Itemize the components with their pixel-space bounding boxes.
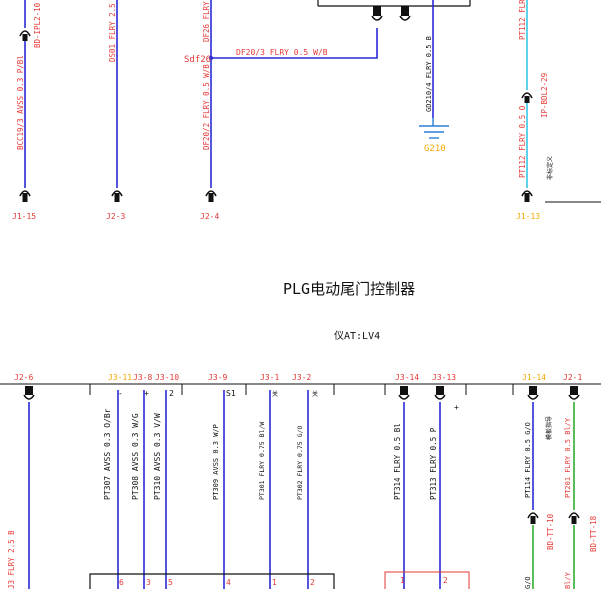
top-c5-lower-label: PT112 FLRY 0.5 O (518, 105, 527, 178)
wire-label: PT314 FLRY 0.5 Bl (393, 423, 402, 500)
connector-plug-icon (19, 30, 31, 37)
bottom-inline-connectors (527, 512, 580, 524)
connector-icon (205, 190, 217, 202)
connector-label: J1-15 (12, 212, 36, 221)
pin-mark: - (118, 389, 123, 398)
wire-label: BD-TT-18 (589, 515, 598, 552)
pin-mark: 2 (169, 389, 174, 398)
connector-label: J2-4 (200, 212, 219, 221)
wire-label: J3 FLRY 2.5 B (7, 530, 16, 589)
wire-label: PT307 AVSS 0.3 O/Br (103, 408, 112, 500)
bottom-box-numbers: 6 3 5 4 1 2 1 2 (119, 576, 448, 587)
connector-icon (19, 190, 31, 202)
connector-plug-icon (527, 512, 539, 524)
wire-label: Bl/Y (564, 571, 572, 589)
connector-icon (521, 190, 533, 202)
top-c3-lower-label: DF20/2 FLRY 0.5 W/B (202, 64, 211, 150)
connector-pin-icon (401, 6, 409, 16)
pin-label: J2-6 (14, 373, 33, 382)
connector-pin-icon (568, 386, 580, 400)
box-number: 2 (443, 576, 448, 585)
top-horizontal-label: DF20/3 FLRY 0.5 W/B (236, 48, 328, 57)
pin-label: J2-1 (563, 373, 582, 382)
top-c1-lower-label: BCC19/3 AVSS 0.3 P/Bl (16, 55, 25, 150)
top-c3-upper-label: DF26 FLRY 0.5 (202, 0, 211, 42)
top-c5-note: 非标定义 (546, 156, 554, 180)
top-bottom-connectors: J1-15 J2-3 J2-4 J1-13 (12, 190, 540, 221)
box-number: 5 (168, 578, 173, 587)
bottom-header-connectors (23, 386, 580, 400)
ground-id-label: G210 (424, 144, 446, 154)
connector-pin-icon (398, 386, 410, 400)
box-number: 1 (272, 578, 277, 587)
wire-label: PT310 AVSS 0.3 V/W (153, 413, 162, 500)
wire-label: PT313 FLRY 0.5 P (429, 427, 438, 500)
connector-pin-icon (434, 386, 446, 400)
wire-note: 模板指导 (545, 416, 553, 440)
pin-label: J3-8 (133, 373, 152, 382)
connector-plug-icon (521, 92, 533, 99)
pin-mark: + (144, 389, 149, 398)
pin-label: J3-1 (260, 373, 279, 382)
top-wire-column-3: DF26 FLRY 0.5 DF20/2 FLRY 0.5 W/B Sdf26 (184, 0, 213, 188)
top-c5-conn-label: IP-BDL2-29 (540, 73, 549, 118)
ground-icon (419, 118, 449, 139)
pin-label: J3-13 (432, 373, 456, 382)
pin-label: J3-9 (208, 373, 227, 382)
box-number: 3 (146, 578, 151, 587)
bottom-pin-marks: - + 2 S1 关 关 + (118, 389, 459, 412)
module-title: PLG电动尾门控制器 (283, 280, 415, 298)
pin-mark: 关 (272, 390, 278, 398)
pin-mark: S1 (226, 389, 236, 398)
bottom-module-boxes (89, 571, 470, 589)
sensor-box (384, 571, 470, 589)
box-number: 4 (226, 578, 231, 587)
pin-label: J3-10 (155, 373, 179, 382)
pin-label: J3-14 (395, 373, 419, 382)
box-number: 1 (400, 576, 405, 585)
top-module-box (317, 0, 471, 21)
splice-label: Sdf26 (184, 55, 211, 65)
wire-label: BD-TT-10 (546, 513, 555, 550)
top-gd-label: GD210/4 FLRY 0.5 B (425, 36, 433, 112)
bottom-pin-labels: J2-6 J3-11 J3-8 J3-10 J3-9 J3-1 J3-2 J3-… (14, 373, 582, 382)
top-wire-column-2: DS01 FLRY 2.5 R (108, 0, 118, 188)
connector-icon (111, 190, 123, 202)
top-c1-upper-label: BD-IPL2-10 (33, 2, 42, 48)
wire-label: PT114 FLRY 0.5 G/O (524, 422, 532, 498)
wire-label: PT201 FLRY 0.5 Bl/Y (564, 417, 572, 498)
pin-mark: 关 (312, 390, 318, 398)
top-horizontal-wire: DF20/3 FLRY 0.5 W/B (211, 28, 378, 59)
pin-label: J3-2 (292, 373, 311, 382)
connector-label: J2-3 (106, 212, 125, 221)
connector-label: J1-13 (516, 212, 540, 221)
bottom-wires (28, 390, 575, 589)
pin-label: J1-14 (522, 373, 546, 382)
top-c2-label: DS01 FLRY 2.5 R (108, 0, 117, 62)
connector-pin-icon (23, 386, 35, 400)
connector-pin-icon (373, 6, 381, 16)
box-number: 6 (119, 578, 124, 587)
connector-pin-icon (527, 386, 539, 400)
module-subtitle: 仪AT:LV4 (334, 330, 380, 342)
top-wire-column-5: PT112 FLRY 0.5 IP-BDL2-29 PT112 FLRY 0.5… (518, 0, 554, 188)
box-number: 2 (310, 578, 315, 587)
wire-label: PT302 FLRY 0.75 G/O (296, 426, 304, 500)
top-ground-wire: GD210/4 FLRY 0.5 B G210 (419, 0, 449, 154)
pin-label: J3-11 (108, 373, 132, 382)
wire-label: G/O (524, 576, 532, 589)
top-c5-top-label: PT112 FLRY 0.5 (518, 0, 527, 40)
connector-plug-icon (568, 512, 580, 524)
wire-label: PT308 AVSS 0.3 W/G (131, 413, 140, 500)
bottom-wire-labels: J3 FLRY 2.5 B PT307 AVSS 0.3 O/Br PT308 … (7, 408, 598, 589)
wire-label: PT309 AVSS 0.3 W/P (212, 424, 220, 500)
pin-mark: + (454, 403, 459, 412)
wire-label: PT301 FLRY 0.75 Bl/W (258, 422, 266, 500)
top-wire-column-1: BD-IPL2-10 BCC19/3 AVSS 0.3 P/Bl (16, 0, 42, 188)
